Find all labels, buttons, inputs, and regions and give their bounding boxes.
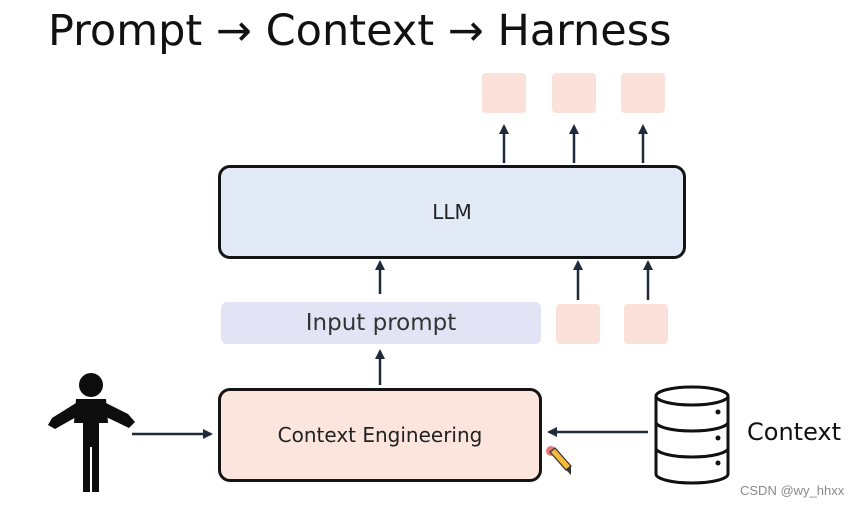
context-engineering-box: Context Engineering <box>218 388 542 482</box>
output-token-1 <box>482 73 526 113</box>
output-token-2 <box>552 73 596 113</box>
llm-box: LLM <box>218 165 686 259</box>
input-prompt-label: Input prompt <box>305 310 457 336</box>
input-prompt-box: Input prompt <box>221 302 541 344</box>
context-engineering-label: Context Engineering <box>277 423 483 447</box>
context-label: Context <box>747 418 842 446</box>
input-token-2 <box>624 304 668 344</box>
person-icon <box>48 373 135 492</box>
input-token-1 <box>556 304 600 344</box>
output-token-3 <box>621 73 665 113</box>
watermark: CSDN @wy_hhxx <box>740 483 845 498</box>
llm-label: LLM <box>432 200 472 224</box>
pen-cursor-icon <box>546 446 572 475</box>
database-dots <box>715 409 721 466</box>
page-title: Prompt → Context → Harness <box>48 6 672 56</box>
database-icon <box>654 385 730 485</box>
